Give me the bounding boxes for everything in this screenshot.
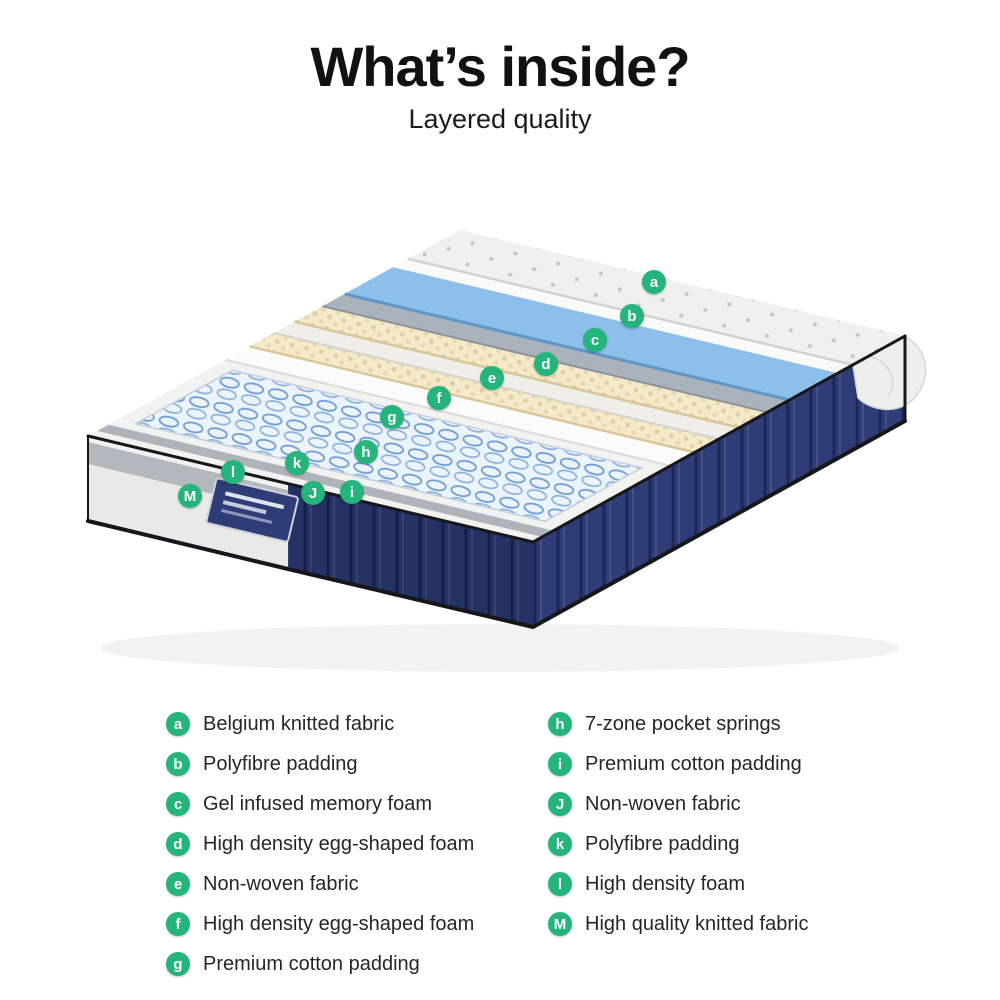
page-subtitle: Layered quality [408,104,592,134]
badge-letter: J [555,795,565,813]
badge-letter: k [292,454,302,472]
legend-item: d High density egg-shaped foam [166,824,548,864]
legend-item: h 7-zone pocket springs [548,704,956,744]
badge-letter: k [555,835,565,853]
badge-letter: i [349,483,355,501]
legend-label: Non-woven fabric [585,792,741,815]
layer-badge-i: i [340,480,364,504]
legend-label: Gel infused memory foam [203,792,432,815]
legend-badge: l [548,872,572,896]
legend-badge: e [166,872,190,896]
layer-badge-h: h [354,440,378,464]
legend-badge: J [548,792,572,816]
layer-badge-l: l [221,460,245,484]
badge-letter: c [173,795,183,813]
layer-badge-d: d [534,352,558,376]
badge-letter: M [553,915,567,933]
badge-letter: l [230,463,236,481]
page-title: What’s inside? [310,35,690,98]
legend-label: Premium cotton padding [585,752,802,775]
layer-nonwoven-edge [97,424,554,537]
legend-badge: d [166,832,190,856]
badge-letter: b [173,755,183,773]
legend-label: Belgium knitted fabric [203,712,395,735]
legend-item: c Gel infused memory foam [166,784,548,824]
quilt-curl [852,335,927,411]
layer-badge-e: e [480,366,504,390]
mattress-side-navy [288,336,905,627]
legend-label: Polyfibre padding [585,832,740,855]
ground-shadow [100,624,900,672]
legend-item: i Premium cotton padding [548,744,956,784]
legend-item: e Non-woven fabric [166,864,548,904]
legend-item: g Premium cotton padding [166,944,548,984]
badge-letter: a [173,715,183,733]
badge-letter: M [183,487,197,505]
legend-badge: g [166,952,190,976]
layer-pocket-springs [133,369,644,523]
badge-letter: h [555,715,565,733]
legend-item: f High density egg-shaped foam [166,904,548,944]
badge-letter: d [541,355,551,373]
legend-item: b Polyfibre padding [166,744,548,784]
layer-badge-a: a [642,270,666,294]
legend-badge: h [548,712,572,736]
legend-badge: a [166,712,190,736]
legend-badge: k [548,832,572,856]
legend-label: High quality knitted fabric [585,912,809,935]
legend-badge: f [166,912,190,936]
legend-item: k Polyfibre padding [548,824,956,864]
badge-letter: f [436,389,442,407]
legend-label: High density egg-shaped foam [203,912,475,935]
legend-badge: b [166,752,190,776]
legend-item: l High density foam [548,864,956,904]
legend-label: 7-zone pocket springs [585,712,781,735]
legend-badge: M [548,912,572,936]
badge-letter: e [487,369,497,387]
legend-item: J Non-woven fabric [548,784,956,824]
legend-badge: i [548,752,572,776]
badge-letter: g [387,408,397,426]
layer-badge-g: g [380,405,404,429]
badge-letter: a [649,273,659,291]
legend-badge: c [166,792,190,816]
layer-badge-k: k [285,451,309,475]
mattress-label-plate [205,477,299,543]
badge-letter: c [590,331,600,349]
layer-stack [225,230,905,467]
legend-column-left: a Belgium knitted fabric b Polyfibre paddi… [166,704,548,984]
legend-label: High density egg-shaped foam [203,832,475,855]
legend-label: High density foam [585,872,746,895]
layer-badge-c: c [583,328,607,352]
legend-item: a Belgium knitted fabric [166,704,548,744]
badge-letter: l [557,875,563,893]
badge-letter: g [173,955,183,973]
legend-label: Premium cotton padding [203,952,420,975]
layer-badge-j: J [301,481,325,505]
badge-letter: h [361,443,371,461]
legend-column-right: h 7-zone pocket springs i Premium cotton p… [548,704,956,984]
layer-badge-f: f [427,386,451,410]
legend-label: Polyfibre padding [203,752,358,775]
layer-badge-b: b [620,304,644,328]
badge-letter: f [175,915,181,933]
badge-letter: i [557,755,563,773]
badge-letter: J [308,484,318,502]
layer-badge-m: M [178,484,202,508]
badge-letter: d [173,835,183,853]
badge-letter: b [627,307,637,325]
legend-item: M High quality knitted fabric [548,904,956,944]
legend-label: Non-woven fabric [203,872,359,895]
badge-letter: e [173,875,183,893]
